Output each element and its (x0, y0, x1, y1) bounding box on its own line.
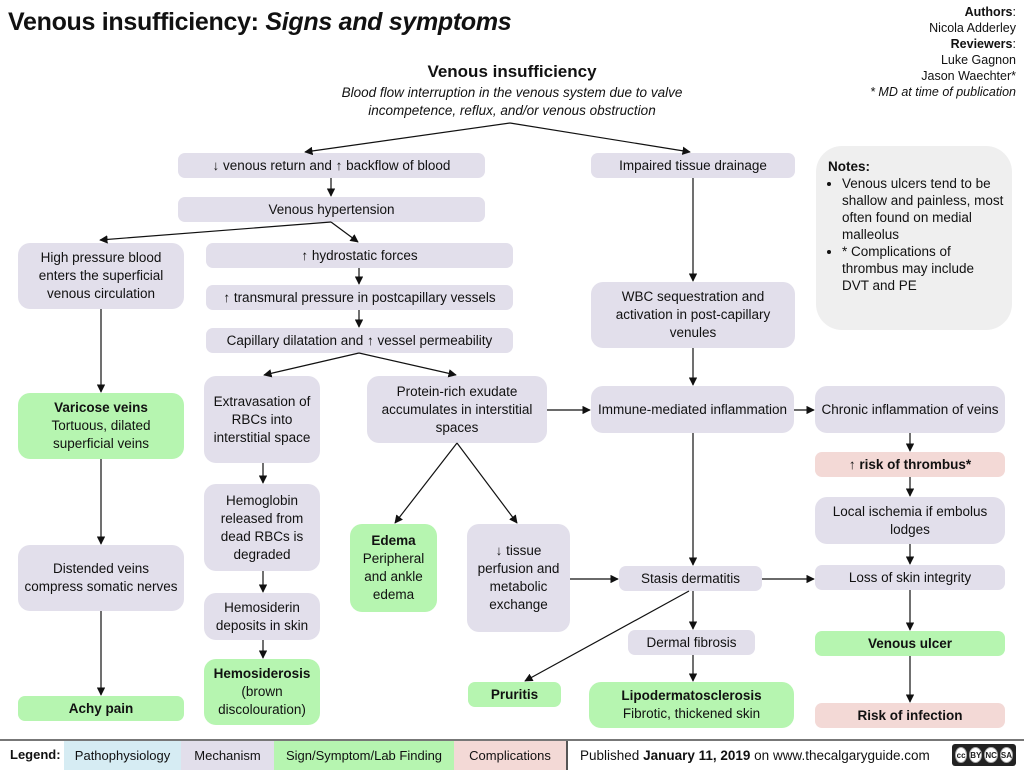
varicose-desc: Tortuous, dilated superficial veins (51, 418, 151, 451)
legend-complications: Complications (454, 741, 566, 770)
reviewer-name: Jason Waechter* (921, 69, 1016, 83)
node-dermal-fibrosis: Dermal fibrosis (628, 630, 755, 655)
node-stasis-dermatitis: Stasis dermatitis (619, 566, 762, 591)
node-extravasation: Extravasation of RBCs into interstitial … (204, 376, 320, 463)
node-high-pressure: High pressure blood enters the superfici… (18, 243, 184, 309)
node-capillary: Capillary dilatation and ↑ vessel permea… (206, 328, 513, 353)
legend-label: Legend: (10, 747, 61, 762)
header-heading: Venous insufficiency (427, 62, 597, 81)
reviewers-label: Reviewers (950, 37, 1013, 51)
legend-pathophysiology: Pathophysiology (64, 741, 181, 770)
node-hydrostatic: ↑ hydrostatic forces (206, 243, 513, 268)
arrow (456, 442, 518, 524)
arrow (358, 352, 457, 378)
notes-box: Notes: Venous ulcers tend to be shallow … (816, 146, 1012, 330)
published-info: Published January 11, 2019 on www.thecal… (566, 741, 930, 770)
arrow (330, 221, 359, 243)
page-title: Venous insufficiency: Signs and symptoms (8, 8, 512, 36)
credits-footnote: * MD at time of publication (870, 85, 1016, 99)
node-edema: Edema Peripheral and ankle edema (350, 524, 437, 612)
hemosiderosis-desc: (brown discolouration) (218, 684, 306, 717)
node-venous-hypertension: Venous hypertension (178, 197, 485, 222)
node-transmural: ↑ transmural pressure in postcapillary v… (206, 285, 513, 310)
node-wbc: WBC sequestration and activation in post… (591, 282, 795, 348)
node-pruritis: Pruritis (468, 682, 561, 707)
node-lipodermatosclerosis: Lipodermatosclerosis Fibrotic, thickened… (589, 682, 794, 728)
authors-label: Authors (964, 5, 1013, 19)
arrow (394, 442, 458, 524)
diagram-header: Venous insufficiency Blood flow interrup… (300, 62, 724, 120)
node-loss-skin-integrity: Loss of skin integrity (815, 565, 1005, 590)
legend-mechanism: Mechanism (181, 741, 274, 770)
legend-sign-symptom: Sign/Symptom/Lab Finding (274, 741, 454, 770)
reviewer-name: Luke Gagnon (940, 53, 1016, 67)
varicose-title: Varicose veins (54, 400, 148, 415)
author-name: Nicola Adderley (929, 21, 1016, 35)
node-varicose-veins: Varicose veins Tortuous, dilated superfi… (18, 393, 184, 459)
published-date: January 11, 2019 (643, 748, 751, 763)
node-venous-return: ↓ venous return and ↑ backflow of blood (178, 153, 485, 178)
lipo-title: Lipodermatosclerosis (621, 688, 762, 703)
edema-title: Edema (371, 533, 416, 548)
footer: Legend: Pathophysiology Mechanism Sign/S… (0, 739, 1024, 770)
header-definition: Blood flow interruption in the venous sy… (341, 85, 683, 118)
node-hemoglobin: Hemoglobin released from dead RBCs is de… (204, 484, 320, 571)
hemosiderosis-title: Hemosiderosis (213, 666, 311, 681)
credits: Authors: Nicola Adderley Reviewers: Luke… (870, 5, 1016, 99)
node-protein-exudate: Protein-rich exudate accumulates in inte… (367, 376, 547, 443)
node-hemosiderin: Hemosiderin deposits in skin (204, 593, 320, 640)
arrow (99, 221, 332, 244)
notes-heading: Notes: (828, 159, 871, 174)
edema-desc: Peripheral and ankle edema (362, 551, 425, 602)
node-chronic-inflammation: Chronic inflammation of veins (815, 386, 1005, 433)
node-achy-pain: Achy pain (18, 696, 184, 721)
arrow (509, 122, 691, 155)
node-distended-veins: Distended veins compress somatic nerves (18, 545, 184, 611)
node-immune-inflammation: Immune-mediated inflammation (591, 386, 794, 433)
node-venous-ulcer: Venous ulcer (815, 631, 1005, 656)
note-item: * Complications of thrombus may include … (842, 243, 1004, 294)
node-risk-infection: Risk of infection (815, 703, 1005, 728)
node-risk-thrombus: ↑ risk of thrombus* (815, 452, 1005, 477)
node-local-ischemia: Local ischemia if embolus lodges (815, 497, 1005, 544)
arrow (304, 122, 511, 156)
arrow (263, 352, 360, 378)
note-item: Venous ulcers tend to be shallow and pai… (842, 175, 1004, 243)
page-subtitle: Signs and symptoms (265, 8, 512, 36)
cc-by-nc-sa-icon: cc BY NC SA (952, 744, 1016, 766)
node-impaired-drainage: Impaired tissue drainage (591, 153, 795, 178)
node-tissue-perfusion: ↓ tissue perfusion and metabolic exchang… (467, 524, 570, 632)
lipo-desc: Fibrotic, thickened skin (622, 706, 761, 721)
node-hemosiderosis: Hemosiderosis (brown discolouration) (204, 659, 320, 725)
